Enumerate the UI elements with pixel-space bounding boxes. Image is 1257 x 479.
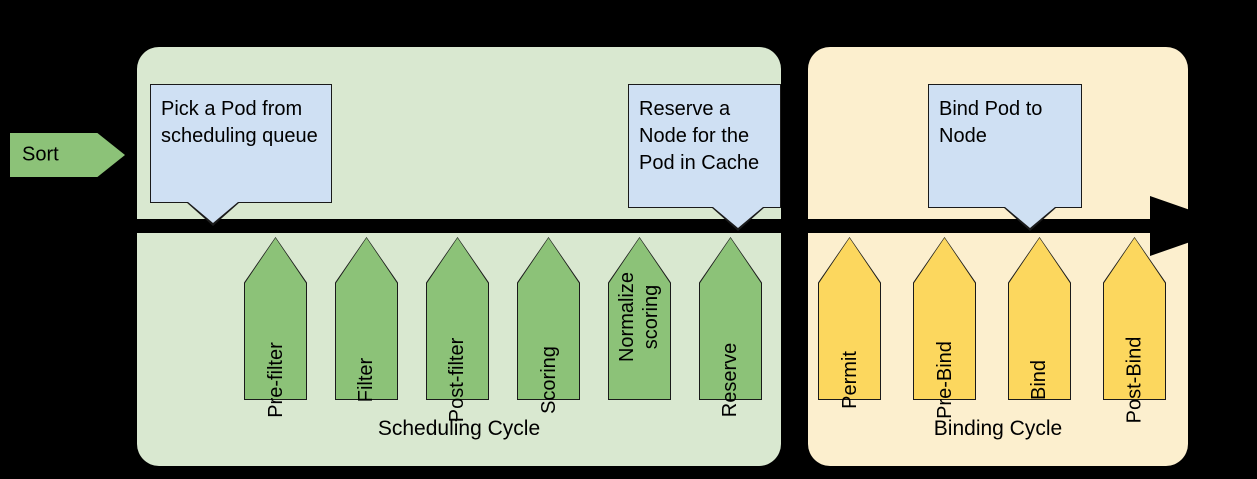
plugin-label-wrap: Post-filter	[426, 242, 489, 422]
callout-box	[150, 84, 332, 203]
plugin-reserve: Reserve	[699, 237, 762, 417]
plugin-label: Post-Bind	[1123, 336, 1146, 424]
plugin-label: Bind	[1028, 359, 1051, 401]
plugin-normalize-scoring: Normalize scoring	[608, 237, 671, 400]
plugin-label: Filter	[355, 357, 378, 403]
binding-cycle-caption: Binding Cycle	[933, 417, 1063, 440]
callout-reserve-node: Reserve a Node for the Pod in Cache	[628, 84, 781, 231]
plugin-label: Scoring	[537, 346, 560, 414]
plugin-label-wrap: Permit	[818, 242, 881, 409]
scheduling-cycle-caption: Scheduling Cycle	[377, 417, 541, 440]
sort-stage-label: Sort	[22, 143, 59, 166]
plugin-label-wrap: Post-Bind	[1103, 242, 1166, 424]
callout-box	[628, 84, 781, 208]
plugin-bind: Bind	[1008, 237, 1071, 400]
plugin-label: Post-filter	[446, 337, 469, 423]
plugin-label-wrap: Bind	[1008, 242, 1071, 400]
plugin-label-wrap: Reserve	[699, 242, 762, 417]
plugin-label-wrap: Pre-Bind	[913, 242, 976, 419]
callout-text: Reserve a Node for the Pod in Cache	[639, 98, 760, 174]
callout-box	[928, 84, 1082, 208]
binding-timeline-bar	[808, 219, 1150, 233]
plugin-pre-filter: Pre-filter	[244, 237, 307, 418]
plugin-post-bind: Post-Bind	[1103, 237, 1166, 424]
plugin-label: Normalize scoring	[616, 271, 663, 363]
plugin-label: Reserve	[719, 342, 742, 418]
callout-text: Bind Pod to Node	[939, 98, 1043, 147]
plugin-label-wrap: Pre-filter	[244, 242, 307, 418]
plugin-label-wrap: Filter	[335, 242, 398, 402]
plugin-label: Pre-filter	[264, 342, 287, 418]
plugin-label: Permit	[838, 351, 861, 409]
sort-stage-arrow: Sort	[10, 133, 125, 177]
plugin-label-wrap: Scoring	[517, 242, 580, 414]
plugin-permit: Permit	[818, 237, 881, 409]
plugin-label: Pre-Bind	[933, 341, 956, 419]
plugin-label-wrap: Normalize scoring	[608, 242, 671, 392]
plugin-scoring: Scoring	[517, 237, 580, 414]
callout-text: Pick a Pod from scheduling queue	[161, 98, 318, 147]
plugin-post-filter: Post-filter	[426, 237, 489, 422]
scheduling-timeline-bar	[137, 219, 781, 233]
callout-pick-pod: Pick a Pod from scheduling queue	[150, 84, 332, 226]
callout-bind-pod: Bind Pod to Node	[928, 84, 1082, 231]
plugin-filter: Filter	[335, 237, 398, 402]
plugin-pre-bind: Pre-Bind	[913, 237, 976, 419]
